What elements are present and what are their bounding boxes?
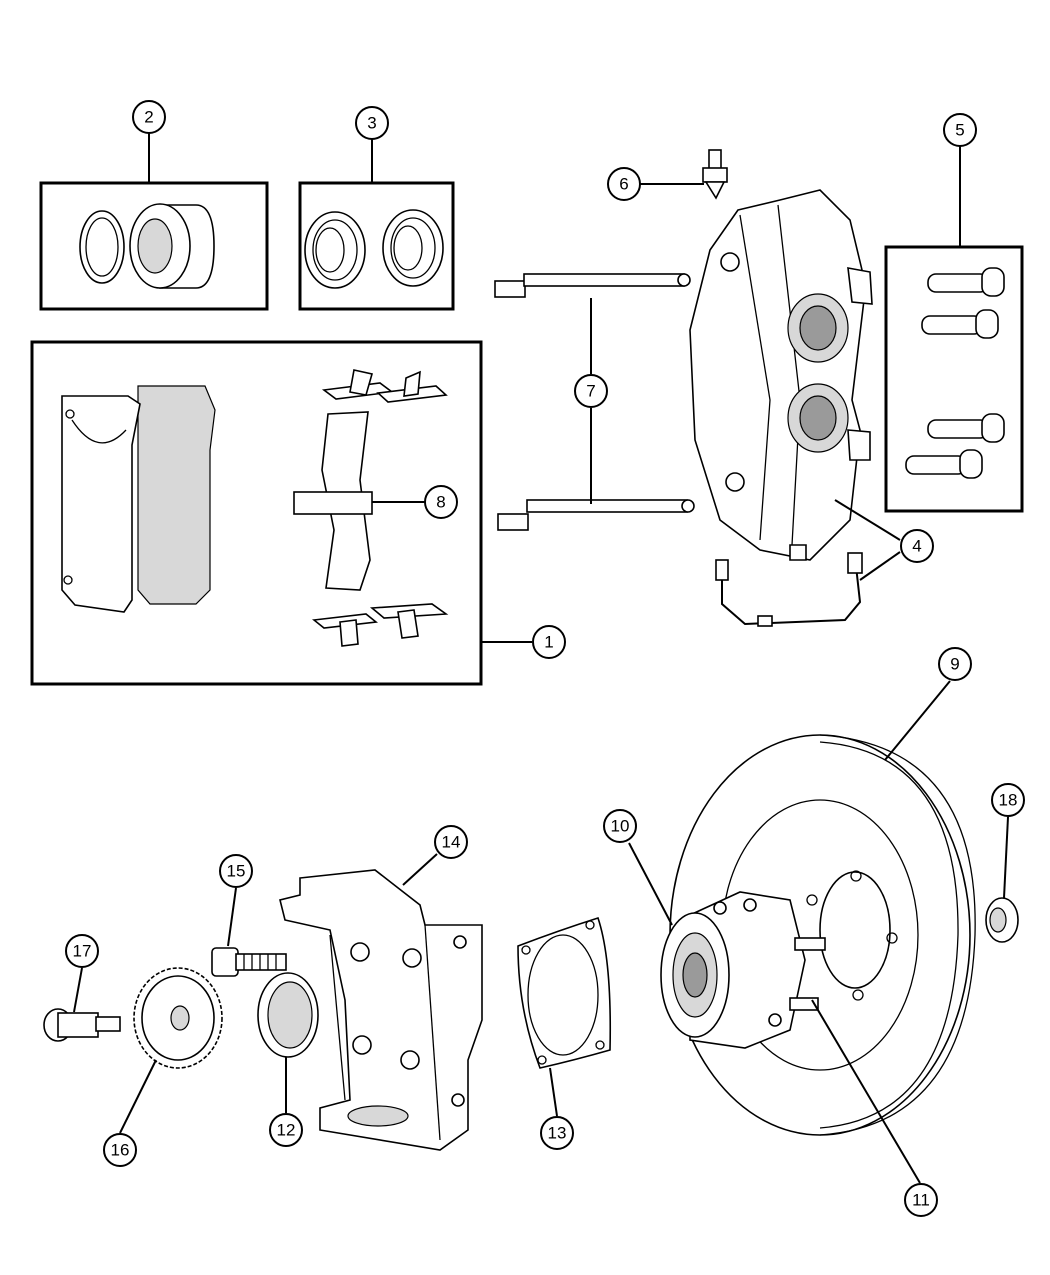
callout-1-label: 1	[544, 633, 553, 652]
callout-10: 10	[603, 809, 637, 843]
callout-9-label: 9	[950, 655, 959, 674]
callout-4-label: 4	[912, 537, 921, 556]
adapter-plate	[517, 916, 612, 1069]
callout-8-label: 8	[436, 493, 445, 512]
callout-6-label: 6	[619, 175, 628, 194]
steering-knuckle	[279, 869, 483, 1151]
callout-12-label: 12	[277, 1121, 296, 1140]
callout-11: 11	[904, 1183, 938, 1217]
callout-13-label: 13	[548, 1124, 567, 1143]
callout-16: 16	[103, 1133, 137, 1167]
callout-3-label: 3	[367, 114, 376, 133]
callout-11-label: 11	[912, 1191, 930, 1210]
callout-16-label: 16	[111, 1141, 130, 1160]
callout-4: 4	[900, 529, 934, 563]
callout-7-label: 7	[586, 382, 595, 401]
brake-pad-kit-box	[30, 340, 483, 686]
callout-5: 5	[943, 113, 977, 147]
callout-1: 1	[532, 625, 566, 659]
piston-seal-kit-box	[39, 181, 269, 311]
callout-3: 3	[355, 106, 389, 140]
callout-6: 6	[607, 167, 641, 201]
callout-18-label: 18	[999, 791, 1018, 810]
hub-seal	[257, 972, 319, 1058]
wheel-bolt	[43, 1008, 121, 1042]
guide-pins	[494, 273, 695, 531]
callout-5-label: 5	[955, 121, 964, 140]
callout-13: 13	[540, 1116, 574, 1150]
callout-12: 12	[269, 1113, 303, 1147]
callout-8: 8	[424, 485, 458, 519]
callout-7: 7	[574, 374, 608, 408]
brake-hose	[715, 552, 863, 627]
callout-14-label: 14	[442, 833, 461, 852]
caliper-assembly	[689, 149, 873, 561]
hub-bearing	[660, 891, 826, 1049]
leader-lines	[73, 133, 1009, 1184]
callout-9: 9	[938, 647, 972, 681]
callout-2: 2	[132, 100, 166, 134]
callout-2-label: 2	[144, 108, 153, 127]
callout-14: 14	[434, 825, 468, 859]
callout-10-label: 10	[611, 817, 630, 836]
callout-17: 17	[65, 934, 99, 968]
callout-15-label: 15	[227, 862, 246, 881]
nut	[985, 897, 1019, 943]
tone-ring	[133, 967, 223, 1069]
mounting-bolts-box	[884, 245, 1024, 513]
callout-15: 15	[219, 854, 253, 888]
callout-17-label: 17	[73, 942, 92, 961]
callout-18: 18	[991, 783, 1025, 817]
knuckle-bolt	[211, 947, 287, 977]
boot-kit-box	[298, 181, 455, 311]
